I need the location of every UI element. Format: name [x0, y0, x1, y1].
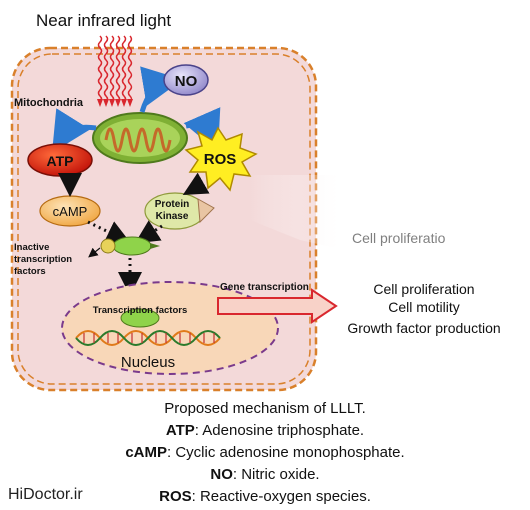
caption-camp: cAMP: Cyclic adenosine monophosphate. — [0, 444, 530, 461]
outcome-cell-motility: Cell motility — [388, 299, 460, 315]
camp-label: cAMP — [53, 204, 88, 219]
gene-transcription-label: Gene transcription — [220, 282, 309, 293]
ghost-text: Cell proliferatio — [352, 230, 446, 246]
light-label: Near infrared light — [36, 11, 171, 30]
caption-ros-term: ROS — [159, 488, 192, 505]
arrow-to-atp — [52, 108, 97, 153]
caption-camp-def: : Cyclic adenosine monophosphate. — [167, 444, 405, 461]
protein-kinase-node: Protein Kinase — [144, 192, 215, 230]
arrow-to-inactive — [88, 247, 101, 258]
nucleus-label: Nucleus — [121, 354, 175, 371]
ros-node: ROS — [184, 126, 258, 192]
dotted-arrows — [58, 172, 210, 296]
mitochondria-icon — [92, 112, 188, 164]
mechanism-diagram: Cell proliferatio Near infrared light Mi… — [10, 11, 501, 392]
mitochondria-label: Mitochondria — [14, 97, 84, 109]
no-node: NO — [163, 64, 209, 96]
infrared-light-icon — [97, 35, 133, 103]
caption-camp-term: cAMP — [125, 444, 168, 461]
caption-atp: ATP: Adenosine triphosphate. — [0, 422, 530, 439]
inactive-line3: factors — [14, 266, 46, 277]
transcription-factor-icon — [100, 236, 160, 256]
caption-no: NO: Nitric oxide. — [0, 466, 530, 483]
inactive-line2: transcription — [14, 254, 72, 265]
caption-ros: ROS: Reactive-oxygen species. — [0, 488, 530, 505]
protein-kinase-line1: Protein — [155, 199, 189, 210]
camp-node: cAMP — [39, 195, 101, 227]
atp-label: ATP — [47, 153, 74, 169]
ghost-panel — [250, 175, 345, 250]
arrow-to-ros — [183, 107, 221, 152]
dna-icon — [75, 330, 221, 346]
gene-transcription-arrow — [217, 288, 338, 324]
caption-title: Proposed mechanism of LLLT. — [164, 400, 366, 417]
watermark: HiDoctor.ir — [8, 486, 83, 503]
caption-no-term: NO — [210, 466, 233, 483]
caption-ros-def: : Reactive-oxygen species. — [191, 488, 371, 505]
outcome-growth-factor: Growth factor production — [347, 320, 500, 336]
nuclear-transcription-factor-icon — [120, 308, 160, 328]
ros-label: ROS — [204, 151, 237, 168]
transcription-factors-label: Transcription factors — [93, 305, 188, 316]
no-label: NO — [175, 73, 198, 90]
caption-atp-def: : Adenosine triphosphate. — [194, 422, 365, 439]
caption-atp-term: ATP — [165, 422, 195, 439]
caption-no-def: : Nitric oxide. — [232, 466, 320, 483]
outcome-cell-proliferation: Cell proliferation — [373, 281, 474, 297]
protein-kinase-line2: Kinase — [156, 211, 189, 222]
atp-node: ATP — [27, 143, 93, 177]
infrared-arrowheads — [97, 99, 133, 107]
inactive-line1: Inactive — [14, 242, 49, 253]
